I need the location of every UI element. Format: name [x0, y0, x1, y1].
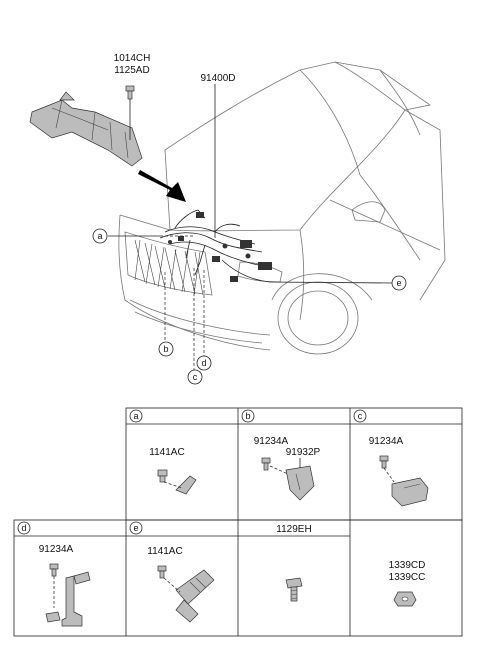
bracket-assembly-icon [29, 91, 143, 167]
circle-label-b: b [158, 341, 174, 357]
part-number: 91234A [254, 436, 289, 447]
table-cell-a: a 1141AC [129, 409, 197, 495]
svg-text:e: e [396, 278, 401, 288]
flange-bolt-icon [285, 577, 303, 602]
part-number: 91932P [286, 447, 321, 458]
l-bracket-with-bolt-icon [45, 563, 91, 627]
callout-91400d: 91400D [200, 73, 235, 84]
svg-text:b: b [163, 344, 168, 354]
bracket-with-bolt-icon [261, 457, 315, 501]
bolt-icon [125, 85, 135, 100]
clip-with-bolt-icon [379, 455, 429, 507]
part-number: 1141AC [149, 447, 184, 458]
table-cell-d: d 91234A [17, 521, 91, 627]
table-cell-b: b 91234A 91932P [241, 409, 321, 501]
circle-label-a: a [92, 228, 108, 244]
callout-1125ad: 1125AD [114, 65, 149, 76]
cell-tag: c [358, 411, 363, 421]
connector-harness-icon [157, 565, 215, 623]
part-number: 91234A [369, 436, 404, 447]
parts-table [13, 407, 463, 637]
svg-text:c: c [193, 372, 198, 382]
nut-icon [393, 591, 417, 607]
car-front-illustration [118, 61, 446, 355]
cell-tag: b [245, 411, 250, 421]
circle-label-c: c [187, 369, 203, 385]
svg-text:d: d [201, 358, 206, 368]
cell-tag: a [133, 411, 138, 421]
cell-header: 1129EH [276, 524, 311, 535]
part-number: 1339CC [389, 572, 426, 583]
cell-tag: e [133, 523, 138, 533]
svg-text:a: a [97, 231, 102, 241]
wiring-harness-icon [159, 209, 272, 283]
part-number: 1141AC [147, 546, 182, 557]
circle-label-e: e [391, 275, 407, 291]
table-cell-1129eh: 1129EH [276, 524, 312, 602]
circle-label-d: d [196, 355, 212, 371]
screw-with-clip-icon [157, 469, 197, 495]
part-number: 91234A [39, 544, 74, 555]
callout-1014ch: 1014CH [114, 53, 151, 64]
table-cell-e: e 1141AC [129, 521, 215, 623]
cell-tag: d [21, 523, 26, 533]
table-cell-1339: 1339CD 1339CC [389, 560, 426, 607]
part-number: 1339CD [389, 560, 426, 571]
table-cell-c: c 91234A [353, 409, 429, 507]
pointer-arrow-icon [138, 170, 186, 202]
